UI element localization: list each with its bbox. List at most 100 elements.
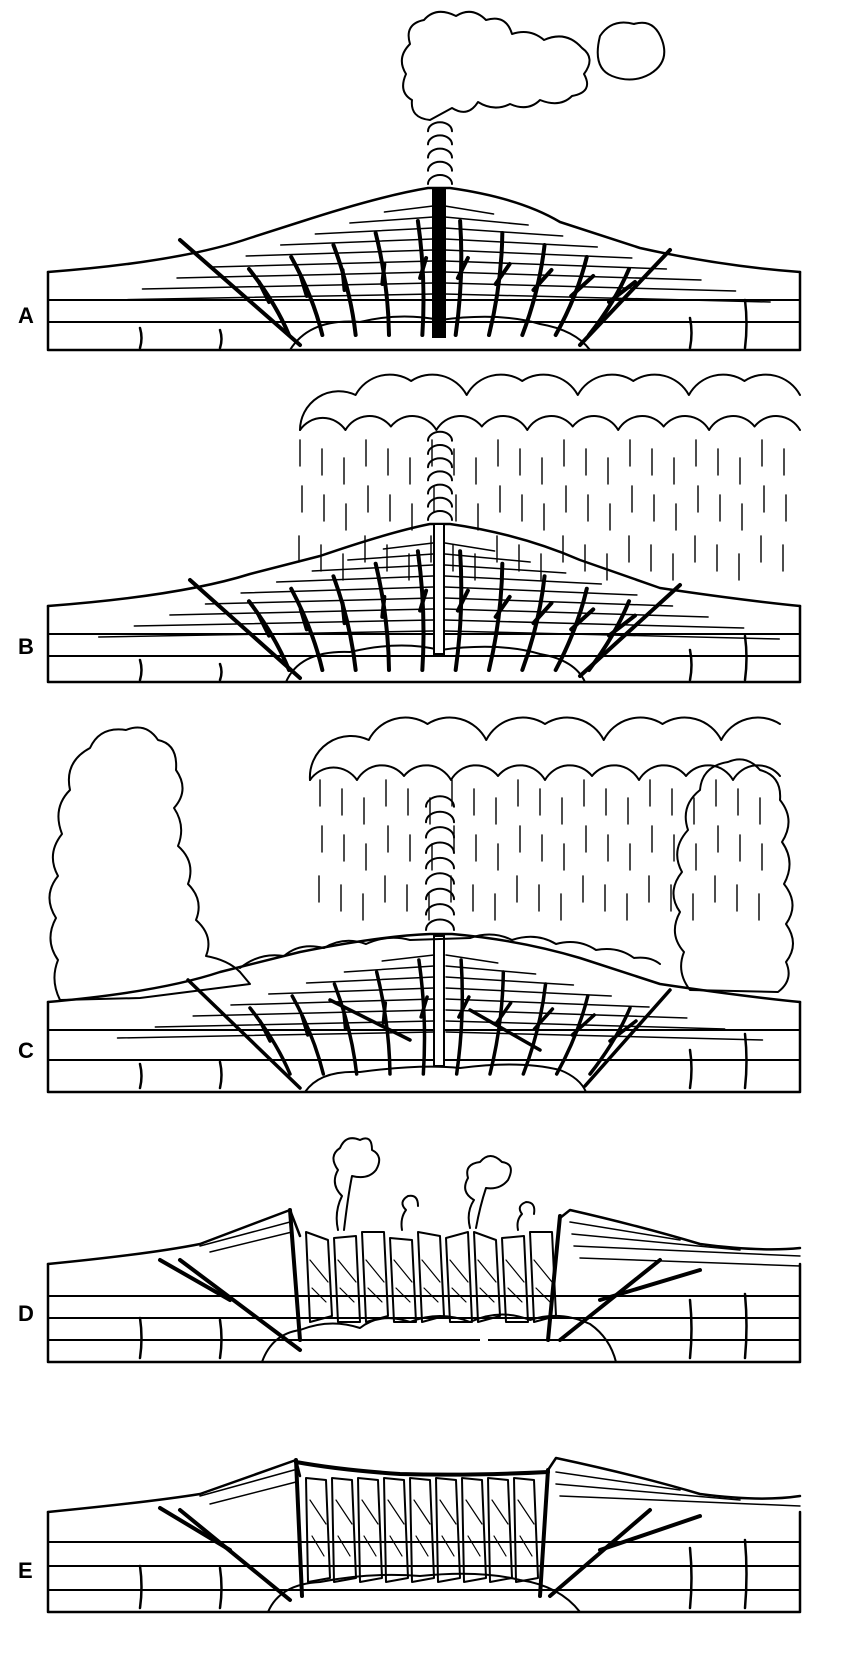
- block-hatch: [477, 1259, 497, 1303]
- cone-profile: [46, 1456, 802, 1514]
- plume-puff: [425, 810, 455, 824]
- rock-joint: [218, 1566, 223, 1610]
- dike: [188, 578, 302, 680]
- dike: [419, 995, 429, 1019]
- eruption-cloud-upper: [308, 716, 781, 781]
- fractured-block: [331, 1477, 357, 1583]
- rock-joint: [218, 1318, 223, 1360]
- cone-layer: [275, 575, 603, 585]
- fractured-block: [305, 1477, 331, 1583]
- steam-puff: [400, 1194, 419, 1231]
- ash-cloud-left: [48, 726, 251, 1001]
- fractured-block: [357, 1477, 383, 1583]
- central-conduit: [432, 188, 446, 338]
- dike: [487, 231, 505, 337]
- dike: [583, 988, 672, 1088]
- plume-puff: [427, 134, 453, 146]
- dike: [607, 280, 637, 304]
- dike: [257, 613, 271, 638]
- eruption-plume: [427, 430, 453, 521]
- plume-puff: [427, 483, 453, 495]
- plume-puff: [425, 826, 455, 839]
- eruption-plume: [425, 795, 455, 931]
- cone-profile: [46, 186, 802, 274]
- dike: [487, 561, 505, 672]
- dike: [578, 248, 672, 347]
- dike: [607, 613, 637, 638]
- dike: [532, 1007, 555, 1031]
- magma-inclusion: [540, 1344, 548, 1350]
- block-hatch: [335, 1499, 353, 1557]
- magma-inclusion: [480, 1338, 488, 1344]
- rock-joint: [218, 662, 223, 682]
- plume-puff: [425, 887, 455, 901]
- fractured-block: [529, 1231, 557, 1323]
- panel-label-d: D: [18, 1301, 34, 1326]
- rock-joint: [138, 1564, 143, 1610]
- dike: [598, 1514, 702, 1552]
- dike: [493, 262, 512, 286]
- panel-label-a: A: [18, 303, 34, 328]
- rock-joint: [743, 298, 748, 350]
- dike: [178, 1508, 292, 1602]
- cone-layer: [383, 205, 495, 215]
- fractured-block: [417, 1231, 445, 1323]
- fractured-block: [445, 1231, 473, 1323]
- dike: [520, 243, 547, 337]
- plume-puff: [427, 160, 453, 172]
- steam-puff: [464, 1155, 512, 1229]
- cloud-outline: [48, 726, 251, 1001]
- dike: [538, 1468, 550, 1598]
- cone-layer: [381, 954, 499, 964]
- fractured-block: [409, 1477, 435, 1583]
- fractured-block: [435, 1477, 461, 1583]
- fumarole-steam: [332, 1137, 536, 1231]
- cone-layer: [204, 597, 674, 607]
- block-hatch: [533, 1259, 553, 1303]
- dike: [531, 601, 554, 626]
- cloud-top: [299, 373, 801, 431]
- dike: [570, 1013, 596, 1037]
- ash-fall: [298, 439, 787, 581]
- cloud-outline: [672, 758, 794, 993]
- plume-puff: [427, 510, 453, 521]
- fractured-block: [473, 1231, 501, 1323]
- plume-puff: [425, 841, 455, 854]
- dike: [554, 994, 590, 1076]
- block-hatch: [337, 1259, 357, 1303]
- dike: [608, 1019, 638, 1043]
- rock-joint: [138, 326, 143, 350]
- cone-layer: [245, 249, 633, 259]
- dike: [289, 255, 325, 337]
- dike: [331, 243, 358, 337]
- dike: [373, 231, 391, 337]
- dike: [453, 219, 464, 337]
- dike: [598, 1268, 702, 1302]
- panel-label-c: C: [18, 1038, 34, 1063]
- plume-puff: [425, 795, 455, 808]
- rock-joint: [743, 1292, 748, 1360]
- fractured-block: [361, 1231, 389, 1323]
- rock-joint: [743, 634, 748, 682]
- dike: [257, 280, 271, 304]
- fractured-block: [333, 1235, 361, 1323]
- cone-layer: [555, 1483, 741, 1501]
- dike: [494, 1001, 513, 1025]
- cone-layer: [559, 1495, 801, 1507]
- dike: [340, 268, 347, 292]
- dike: [290, 994, 326, 1076]
- plume-puff: [427, 174, 453, 185]
- dike: [186, 978, 302, 1090]
- plume-puff: [425, 856, 455, 870]
- block-hatch: [449, 1259, 469, 1303]
- rock-joint: [743, 1538, 748, 1610]
- block-hatch: [309, 1259, 329, 1303]
- plume-puff: [425, 903, 455, 916]
- collapsed-blocks: [305, 1231, 557, 1323]
- dike: [578, 583, 682, 678]
- dike: [258, 1019, 272, 1043]
- rock-joint: [218, 328, 223, 350]
- dike: [558, 1258, 662, 1342]
- fractured-block: [461, 1477, 487, 1583]
- block-hatch: [439, 1499, 457, 1557]
